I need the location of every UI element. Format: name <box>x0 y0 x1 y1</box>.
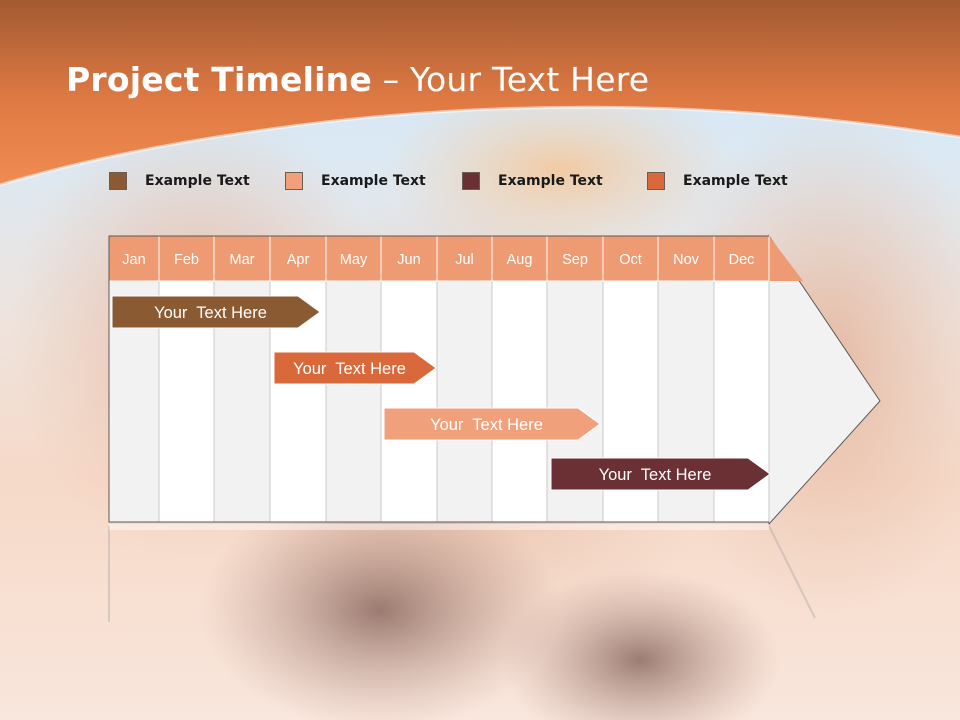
month-label-jul: Jul <box>455 252 474 268</box>
task-label-4: Your Text Here <box>599 466 712 484</box>
month-label-sep: Sep <box>562 252 588 268</box>
legend-label-3: Example Text <box>498 173 603 189</box>
timeline-arrowhead-header <box>769 236 803 281</box>
month-column-jul <box>436 280 493 523</box>
task-arrow-1 <box>111 295 321 329</box>
title-rest: – Your Text Here <box>371 60 650 99</box>
month-header-jan <box>108 235 160 282</box>
task-label-2: Your Text Here <box>293 360 406 378</box>
legend-swatch-2 <box>285 172 303 190</box>
month-header-dec <box>713 235 770 282</box>
legend-item-4: Example Text <box>647 170 788 192</box>
month-header-oct <box>602 235 659 282</box>
task-arrow-4 <box>550 457 771 491</box>
timeline-reflection-band <box>109 524 769 530</box>
month-column-aug <box>491 280 548 523</box>
month-label-jun: Jun <box>397 252 420 268</box>
header-band <box>0 0 960 187</box>
legend-swatch-1 <box>109 172 127 190</box>
timeline-reflection-right <box>768 525 816 619</box>
legend-swatch-3 <box>462 172 480 190</box>
legend-item-2: Example Text <box>285 170 426 192</box>
legend-label-1: Example Text <box>145 173 250 189</box>
month-label-dec: Dec <box>729 252 755 268</box>
month-label-jan: Jan <box>122 252 145 268</box>
month-label-oct: Oct <box>619 252 642 268</box>
month-column-jun <box>380 280 438 523</box>
month-label-nov: Nov <box>673 252 700 268</box>
month-label-may: May <box>340 252 368 268</box>
legend-label-4: Example Text <box>683 173 788 189</box>
slide-title: Project Timeline – Your Text Here <box>66 60 649 99</box>
task-label-1: Your Text Here <box>154 304 267 322</box>
legend-item-1: Example Text <box>109 170 250 192</box>
month-label-mar: Mar <box>230 252 255 268</box>
month-header-nov <box>657 235 715 282</box>
month-label-feb: Feb <box>174 252 199 268</box>
title-bold: Project Timeline <box>66 60 372 99</box>
month-header-may <box>325 235 382 282</box>
month-label-apr: Apr <box>287 252 310 268</box>
month-label-aug: Aug <box>507 252 533 268</box>
task-arrow-3 <box>383 407 601 441</box>
legend-swatch-4 <box>647 172 665 190</box>
month-header-feb <box>158 235 215 282</box>
legend-label-2: Example Text <box>321 173 426 189</box>
timeline-frame <box>108 235 769 523</box>
task-label-3: Your Text Here <box>430 416 543 434</box>
legend-item-3: Example Text <box>462 170 603 192</box>
month-column-may <box>325 280 382 523</box>
task-arrow-2 <box>273 351 437 385</box>
